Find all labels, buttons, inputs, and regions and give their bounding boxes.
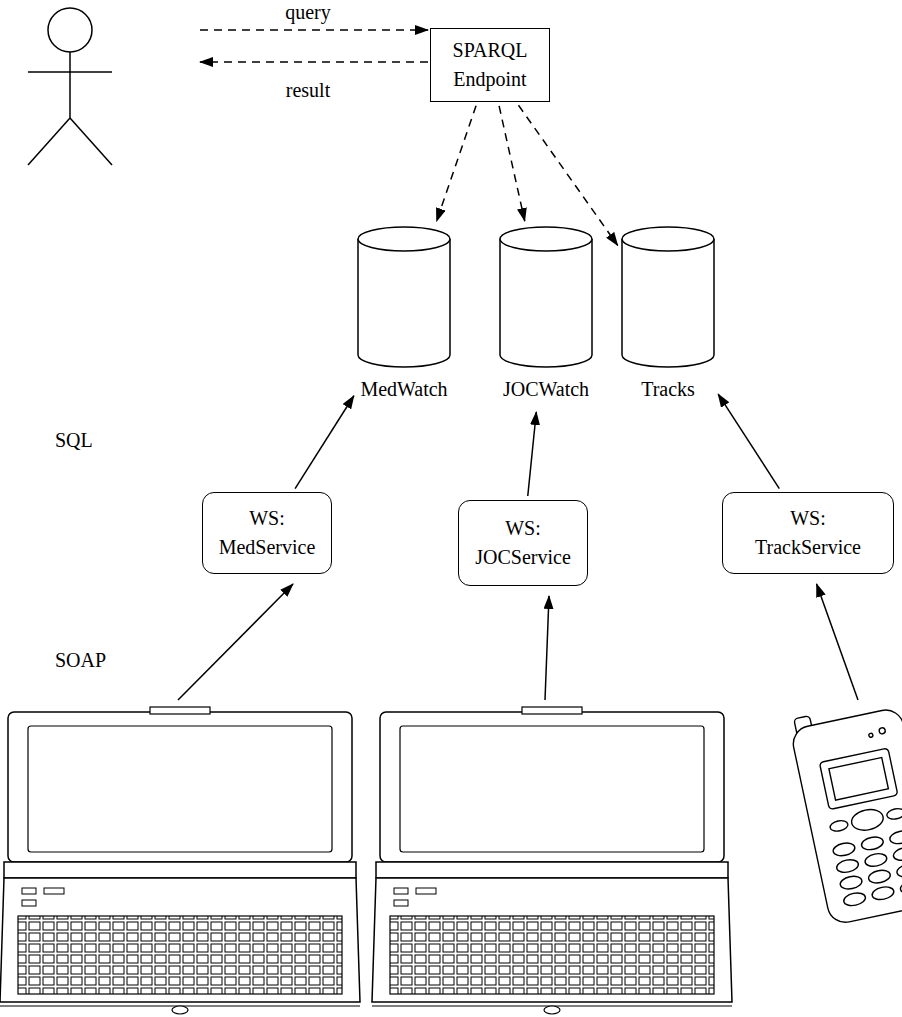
phone-key — [843, 891, 867, 907]
connector-arrow — [437, 106, 476, 221]
arrow-label: query — [285, 0, 331, 24]
database-label: JOCWatch — [503, 375, 589, 404]
result-arrow — [200, 61, 428, 63]
soap-arrow — [178, 584, 293, 700]
cylinder-outline — [620, 225, 716, 369]
phone-key — [860, 835, 884, 851]
service-box: WS: MedService — [202, 492, 332, 574]
cylinder-outline — [356, 225, 452, 369]
cylinder-outline — [498, 225, 594, 369]
phone-key — [871, 885, 895, 901]
phone-key — [892, 846, 902, 862]
phone-key — [899, 879, 902, 895]
node-label: WS: MedService — [212, 504, 322, 562]
phone-key — [896, 862, 902, 878]
connector-arrow — [718, 394, 779, 489]
node-label: SPARQL Endpoint — [440, 36, 540, 94]
phone-key — [867, 868, 891, 884]
stick-figure — [28, 8, 112, 165]
connector-arrow — [499, 106, 525, 221]
connector-arrow — [295, 396, 354, 489]
service-box: WS: JOCService — [458, 500, 588, 586]
service-box: WS: TrackService — [722, 492, 894, 574]
layer-label: SOAP — [55, 648, 106, 672]
soap-arrow — [817, 584, 858, 700]
database-cylinder: Tracks — [620, 225, 716, 408]
mobile-phone — [788, 697, 902, 926]
layer-label: SQL — [55, 428, 93, 452]
laptop — [0, 707, 360, 1014]
phone-key — [832, 841, 856, 857]
node-label: WS: JOCService — [468, 514, 578, 572]
database-label: Tracks — [641, 375, 695, 404]
phone-key — [836, 858, 860, 874]
query-arrow — [200, 29, 428, 31]
node-label: WS: TrackService — [743, 504, 873, 562]
phone-key — [889, 829, 902, 845]
laptop — [372, 707, 732, 1014]
connector-arrow — [528, 412, 537, 496]
connector-arrow — [518, 105, 617, 245]
arrow-label: result — [286, 78, 330, 102]
endpoint-box: SPARQL Endpoint — [430, 28, 550, 102]
database-cylinder: MedWatch — [356, 225, 452, 408]
database-label: MedWatch — [360, 375, 447, 404]
soap-arrow — [545, 596, 549, 700]
phone-key — [864, 852, 888, 868]
phone-key — [839, 874, 863, 890]
database-cylinder: JOCWatch — [498, 225, 594, 408]
